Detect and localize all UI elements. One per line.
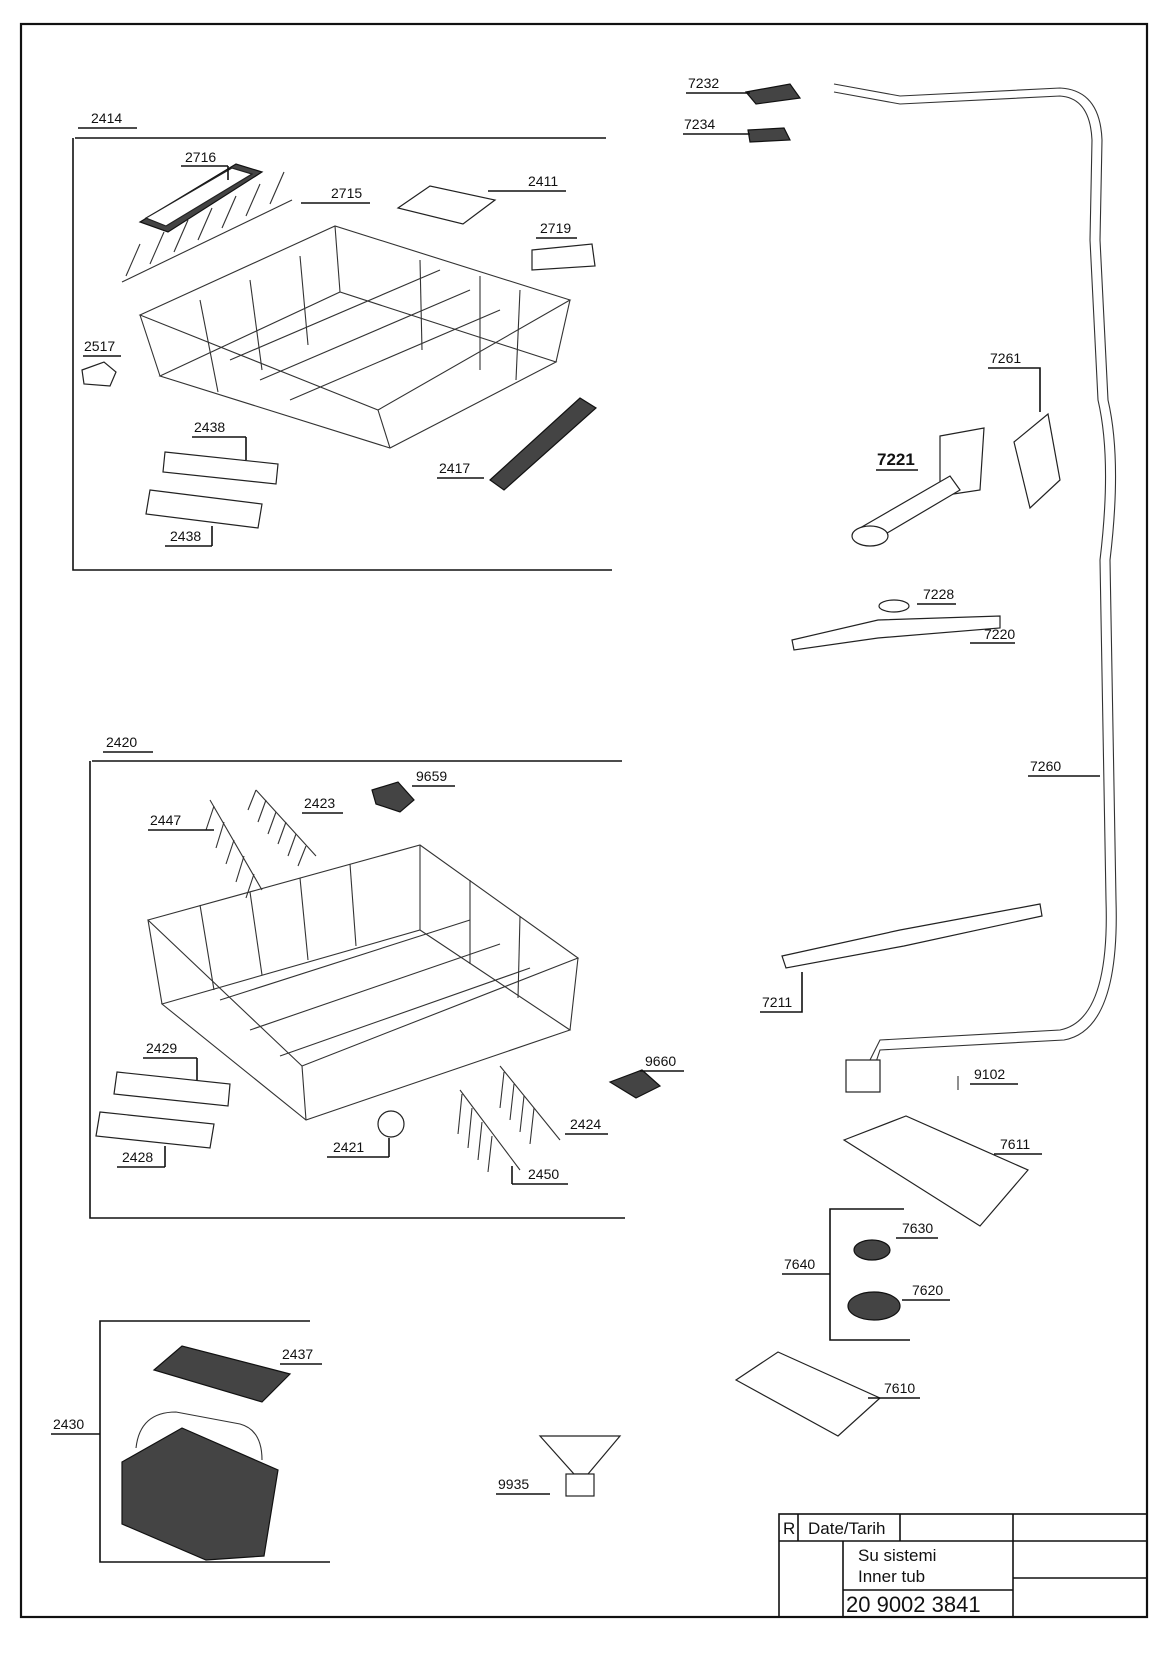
filter-7620-part (847, 1291, 901, 1321)
label-7640: 7640 (784, 1256, 815, 1272)
clip-part (531, 243, 596, 271)
label-7220: 7220 (984, 626, 1015, 642)
lower-basket-group: 2420 9659 2423 2447 (89, 734, 684, 1219)
title-block-title-en: Inner tub (858, 1567, 925, 1586)
funnel-part (538, 1435, 622, 1497)
label-2414: 2414 (91, 110, 122, 126)
upper-rail-part (138, 163, 264, 233)
label-2447: 2447 (150, 812, 181, 828)
upper-spray-arm-7220-part (791, 615, 1001, 651)
title-block-part-number: 20 9002 3841 (846, 1592, 981, 1617)
pipe-clip-7261-part (1013, 412, 1061, 510)
spray-arm-holder-7221-part (851, 427, 985, 547)
tine-row-2424-part (499, 1065, 561, 1145)
water-system-group: 7232 7234 7260 7261 7221 7228 7220 (683, 75, 1117, 1437)
label-2420: 2420 (106, 734, 137, 750)
cup-shelf-part (396, 185, 497, 225)
label-9935: 9935 (498, 1476, 529, 1492)
feed-pipe-7260-part (833, 91, 1107, 1081)
label-7260: 7260 (1030, 758, 1061, 774)
label-2719: 2719 (540, 220, 571, 236)
label-7232: 7232 (688, 75, 719, 91)
gasket-7228-part (878, 599, 910, 613)
clip-9659-part (371, 781, 415, 813)
label-9660: 9660 (645, 1053, 676, 1069)
cutlery-basket-group: 2430 2437 (51, 1320, 330, 1563)
upper-basket-group: 2414 2716 2715 2411 2719 (72, 110, 612, 571)
cutlery-lid-part (152, 1345, 292, 1403)
label-2437: 2437 (282, 1346, 313, 1362)
filter-cover-7611-part (842, 1115, 1029, 1227)
lower-basket-wire (146, 844, 580, 1121)
label-2421: 2421 (333, 1139, 364, 1155)
label-2429: 2429 (146, 1040, 177, 1056)
wheel-holder-upper-part (162, 451, 279, 485)
label-2428: 2428 (122, 1149, 153, 1165)
label-7630: 7630 (902, 1220, 933, 1236)
label-2517: 2517 (84, 338, 115, 354)
label-7228: 7228 (923, 586, 954, 602)
clip-9660-part (608, 1069, 662, 1099)
stopper-part (81, 361, 117, 387)
upper-rail-right-part (489, 397, 597, 491)
label-2716: 2716 (185, 149, 216, 165)
cutlery-basket-part (121, 1411, 279, 1561)
title-block-date-header: Date/Tarih (808, 1519, 885, 1538)
label-2423: 2423 (304, 795, 335, 811)
tine-row-part (121, 171, 293, 283)
label-2430: 2430 (53, 1416, 84, 1432)
wheel-2421-part (377, 1110, 405, 1138)
label-2411: 2411 (528, 173, 558, 189)
title-block-revision-header: R (783, 1519, 795, 1538)
upper-basket-wire (138, 225, 572, 449)
label-2450: 2450 (528, 1166, 559, 1182)
wheel-holder-lower-part (145, 489, 263, 529)
label-7611: 7611 (1000, 1136, 1030, 1152)
filter-7630-part (853, 1239, 891, 1261)
label-2424: 2424 (570, 1116, 601, 1132)
label-9659: 9659 (416, 768, 447, 784)
label-7610: 7610 (884, 1380, 915, 1396)
label-7211: 7211 (762, 994, 792, 1010)
title-block: R Date/Tarih Su sistemi Inner tub 20 900… (778, 1513, 1148, 1618)
label-2715: 2715 (331, 185, 362, 201)
label-7620: 7620 (912, 1282, 943, 1298)
tine-row-2423-part (247, 789, 317, 867)
wheel-holder-2429-part (113, 1071, 231, 1107)
label-2417: 2417 (439, 460, 470, 476)
sheet-border (19, 22, 1149, 1619)
micro-filter-7610-part (734, 1351, 882, 1437)
label-7221: 7221 (877, 450, 915, 469)
label-7261: 7261 (990, 350, 1021, 366)
seal-7234-part (747, 127, 791, 143)
wheel-holder-2428-part (95, 1111, 215, 1149)
label-2438-lower: 2438 (170, 528, 201, 544)
pipe-connector-7232-part (744, 83, 802, 105)
lower-spray-arm-7211-part (781, 903, 1043, 969)
title-block-title-tr: Su sistemi (858, 1546, 936, 1565)
label-9102: 9102 (974, 1066, 1005, 1082)
tine-row-2450-part (457, 1089, 521, 1173)
label-7234: 7234 (684, 116, 715, 132)
label-2438-upper: 2438 (194, 419, 225, 435)
tine-row-2447-part (205, 799, 263, 899)
